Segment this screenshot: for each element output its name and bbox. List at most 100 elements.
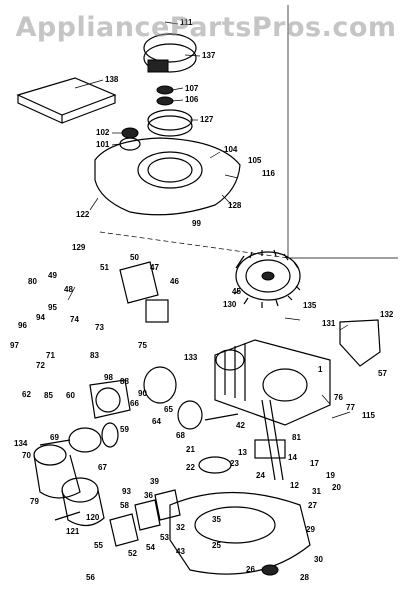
callout-52: 52 <box>128 549 137 558</box>
callout-72: 72 <box>36 361 45 370</box>
callout-22: 22 <box>186 463 195 472</box>
callout-50: 50 <box>130 253 139 262</box>
callout-106: 106 <box>185 95 199 104</box>
callout-25: 25 <box>212 541 221 550</box>
callout-28: 28 <box>300 573 309 582</box>
callout-115: 115 <box>362 411 375 420</box>
engine-base <box>169 491 311 576</box>
callout-53: 53 <box>160 533 169 542</box>
callout-39: 39 <box>150 477 159 486</box>
shroud-plate <box>339 319 381 367</box>
callout-48: 48 <box>64 285 73 294</box>
callout-26: 26 <box>246 565 255 574</box>
crankshaft <box>198 399 286 481</box>
callout-20: 20 <box>332 483 341 492</box>
callout-30: 30 <box>314 555 323 564</box>
callout-105: 105 <box>248 156 262 165</box>
callout-95: 95 <box>48 303 57 312</box>
callout-98: 98 <box>104 373 113 382</box>
callout-24: 24 <box>256 471 265 480</box>
callout-68: 68 <box>176 431 185 440</box>
engine-block <box>214 339 331 426</box>
part-callouts: 111 137 138 107 106 127 102 101 104 105 … <box>10 18 394 582</box>
callout-107: 107 <box>185 84 199 93</box>
callout-43: 43 <box>176 547 185 556</box>
callout-74: 74 <box>70 315 79 324</box>
callout-77: 77 <box>346 403 355 412</box>
callout-49: 49 <box>48 271 57 280</box>
callout-76: 76 <box>334 393 343 402</box>
callout-101: 101 <box>96 140 110 149</box>
callout-66: 66 <box>130 399 139 408</box>
callout-31: 31 <box>312 487 321 496</box>
inset-frame <box>99 5 398 259</box>
callout-45: 45 <box>232 287 241 296</box>
callout-60: 60 <box>66 391 75 400</box>
callout-42: 42 <box>236 421 245 430</box>
callout-57: 57 <box>378 369 387 378</box>
callout-27: 27 <box>308 501 317 510</box>
callout-134: 134 <box>14 439 28 448</box>
callout-97: 97 <box>10 341 19 350</box>
callout-99: 99 <box>192 219 201 228</box>
callout-85: 85 <box>44 391 53 400</box>
callout-111: 111 <box>180 18 193 27</box>
callout-116: 116 <box>262 169 275 178</box>
filter-element <box>16 77 117 124</box>
callout-96: 96 <box>18 321 27 330</box>
callout-133: 133 <box>184 353 198 362</box>
callout-137: 137 <box>202 51 216 60</box>
callout-132: 132 <box>380 310 394 319</box>
rewind-starter <box>143 33 197 73</box>
callout-59: 59 <box>120 425 129 434</box>
callout-35: 35 <box>212 515 221 524</box>
callout-75: 75 <box>138 341 147 350</box>
callout-32: 32 <box>176 523 185 532</box>
blower-housing-cover <box>94 137 241 216</box>
callout-47: 47 <box>150 263 159 272</box>
callout-135: 135 <box>303 301 317 310</box>
callout-71: 71 <box>46 351 55 360</box>
washer-stack <box>147 85 193 137</box>
callout-1: 1 <box>318 365 323 374</box>
bolts <box>39 413 239 521</box>
callout-64: 64 <box>152 417 161 426</box>
muffler <box>33 422 119 527</box>
callout-80: 80 <box>28 277 37 286</box>
flywheel <box>233 249 301 308</box>
callout-36: 36 <box>144 491 153 500</box>
callout-102: 102 <box>96 128 110 137</box>
callout-70: 70 <box>22 451 31 460</box>
callout-94: 94 <box>36 313 45 322</box>
callout-12: 12 <box>290 481 299 490</box>
callout-54: 54 <box>146 543 155 552</box>
callout-62: 62 <box>22 390 31 399</box>
callout-130: 130 <box>223 300 237 309</box>
callout-13: 13 <box>238 448 247 457</box>
callout-46: 46 <box>170 277 179 286</box>
callout-55: 55 <box>94 541 103 550</box>
callout-21: 21 <box>186 445 195 454</box>
callout-67: 67 <box>98 463 107 472</box>
callout-128: 128 <box>228 201 242 210</box>
carburetor-assembly <box>89 261 203 430</box>
callout-81: 81 <box>292 433 301 442</box>
callout-104: 104 <box>224 145 238 154</box>
callout-73: 73 <box>95 323 104 332</box>
callout-17: 17 <box>310 459 319 468</box>
callout-88: 88 <box>120 377 129 386</box>
callout-29: 29 <box>306 525 315 534</box>
callout-127: 127 <box>200 115 214 124</box>
callout-122: 122 <box>76 210 90 219</box>
callout-51: 51 <box>100 263 109 272</box>
fuel-cap <box>119 127 141 151</box>
callout-19: 19 <box>326 471 335 480</box>
callout-56: 56 <box>86 573 95 582</box>
callout-58: 58 <box>120 501 129 510</box>
callout-69: 69 <box>50 433 59 442</box>
callout-120: 120 <box>86 513 100 522</box>
gaskets <box>109 489 181 547</box>
callout-129: 129 <box>72 243 86 252</box>
callout-93: 93 <box>122 487 131 496</box>
callout-23: 23 <box>230 459 239 468</box>
